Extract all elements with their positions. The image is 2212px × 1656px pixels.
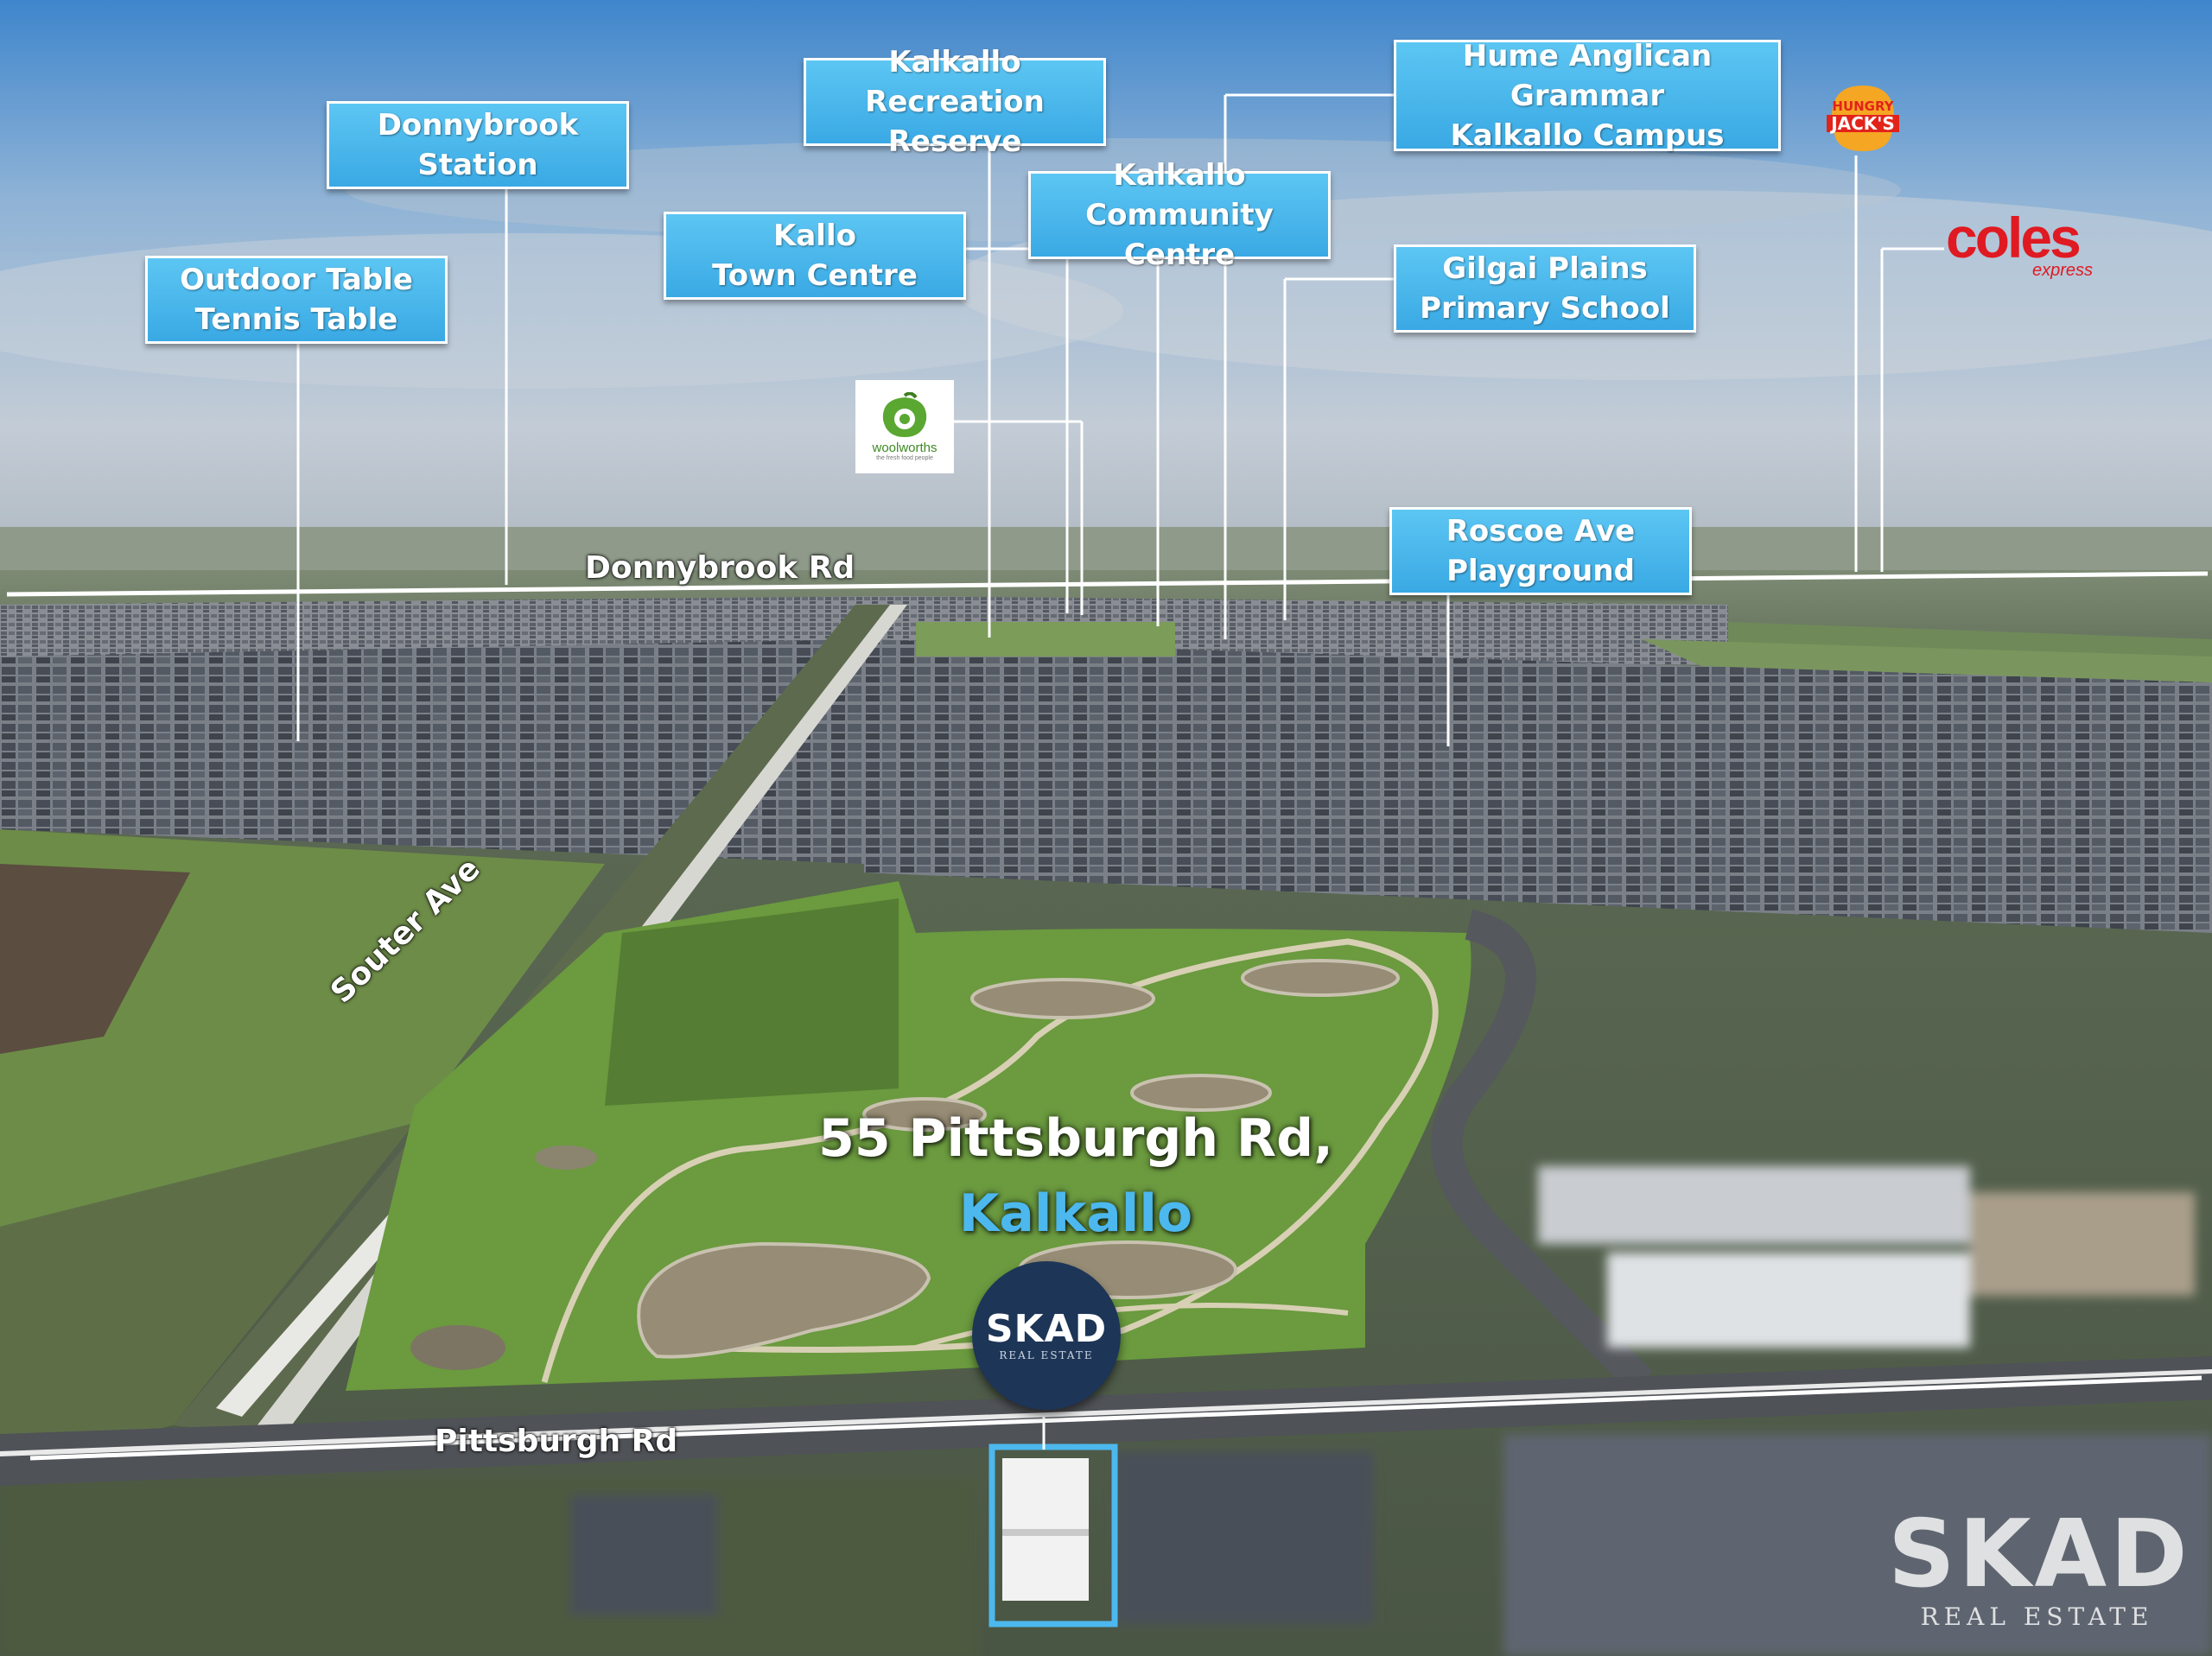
road-label-donnybrook: Donnybrook Rd xyxy=(585,550,855,586)
callout-line: Kalkallo xyxy=(1113,158,1246,193)
address-line1: 55 Pittsburgh Rd, xyxy=(818,1108,1333,1169)
callout-roscoe-ave-playground: Roscoe Ave Playground xyxy=(1389,507,1692,595)
callout-line: Hume Anglican Grammar xyxy=(1462,38,1713,113)
callout-line: Station xyxy=(417,148,538,182)
callout-line: Kalkallo Campus xyxy=(1450,117,1725,153)
skad-badge-name: SKAD xyxy=(985,1307,1108,1351)
callout-line: Community Centre xyxy=(1085,198,1274,272)
callout-kalkallo-recreation-reserve: Kalkallo Recreation Reserve xyxy=(804,45,1106,159)
coles-name: coles xyxy=(1946,206,2082,270)
skad-watermark: SKAD REAL ESTATE xyxy=(1888,1501,2191,1632)
callout-line: Town Centre xyxy=(712,258,918,293)
callout-line: Kalkallo xyxy=(888,45,1021,79)
callout-outdoor-table-tennis: Outdoor Table Tennis Table xyxy=(145,256,448,344)
callout-line: Tennis Table xyxy=(194,302,398,337)
woolworths-name: woolworths xyxy=(872,441,938,455)
callout-hume-anglican-grammar: Hume Anglican Grammar Kalkallo Campus xyxy=(1394,39,1781,153)
callout-line: Playground xyxy=(1446,554,1635,588)
callout-donnybrook-station: Donnybrook Station xyxy=(327,101,629,189)
skad-watermark-name: SKAD xyxy=(1888,1501,2191,1608)
callout-line: Donnybrook xyxy=(377,108,579,143)
woolworths-logo: woolworths the fresh food people xyxy=(855,380,954,473)
callout-line: Kallo xyxy=(773,219,856,253)
coles-sub: express xyxy=(2031,261,2093,280)
callout-line: Outdoor Table xyxy=(180,263,413,297)
skad-watermark-sub: REAL ESTATE xyxy=(1920,1602,2154,1631)
hungry-jacks-line2: JACK'S xyxy=(1827,115,1899,132)
callout-kallo-town-centre: Kallo Town Centre xyxy=(664,212,966,300)
address-line2: Kalkallo xyxy=(958,1183,1193,1244)
callout-line: Gilgai Plains xyxy=(1442,251,1648,286)
hungry-jacks-line1: HUNGRY xyxy=(1832,98,1894,114)
skad-badge-sub: REAL ESTATE xyxy=(999,1349,1094,1361)
callout-gilgai-plains-primary: Gilgai Plains Primary School xyxy=(1394,244,1696,333)
hungry-jacks-logo: HUNGRY JACK'S xyxy=(1827,82,1899,160)
woolworths-tagline: the fresh food people xyxy=(876,455,933,461)
road-label-pittsburgh: Pittsburgh Rd xyxy=(435,1424,678,1459)
callout-line: Recreation Reserve xyxy=(865,85,1045,159)
woolworths-icon xyxy=(882,392,927,437)
callout-line: Primary School xyxy=(1420,291,1670,326)
callout-kalkallo-community-centre: Kalkallo Community Centre xyxy=(1028,158,1331,272)
coles-logo: coles express xyxy=(1946,209,2101,287)
skad-badge: SKAD REAL ESTATE xyxy=(972,1261,1121,1410)
callout-line: Roscoe Ave xyxy=(1446,514,1636,549)
